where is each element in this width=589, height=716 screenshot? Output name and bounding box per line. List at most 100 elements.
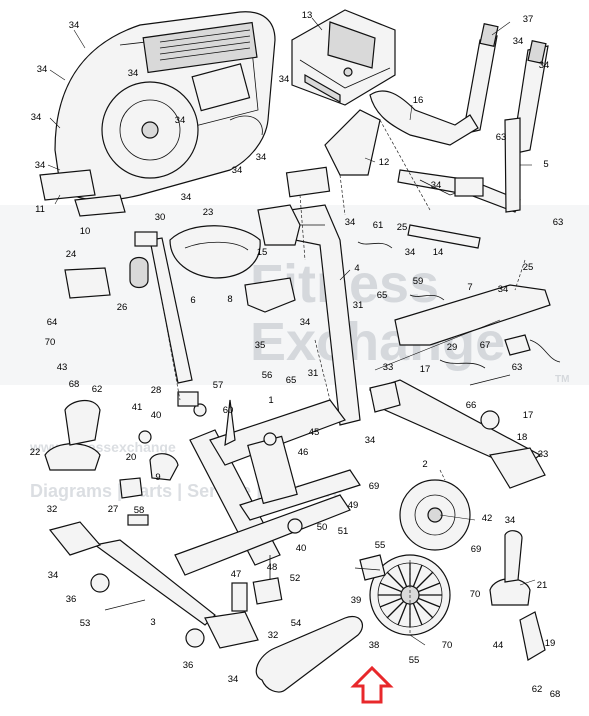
- callout-28: 28: [151, 385, 162, 396]
- callout-40: 40: [296, 543, 307, 554]
- part-8: [244, 277, 296, 313]
- callout-59: 59: [413, 276, 424, 287]
- callout-45: 45: [309, 427, 320, 438]
- main-frame: [174, 399, 361, 576]
- seat: [169, 225, 261, 279]
- callout-65: 65: [286, 375, 297, 386]
- callout-62: 62: [532, 684, 543, 695]
- callout-25: 25: [523, 262, 534, 273]
- callout-29: 29: [447, 342, 458, 353]
- callout-54: 54: [291, 618, 302, 629]
- seat-post: [129, 231, 193, 384]
- part-9: [149, 453, 179, 481]
- callout-18: 18: [517, 432, 528, 443]
- callout-30: 30: [155, 212, 166, 223]
- callout-46: 46: [298, 447, 309, 458]
- callout-62: 62: [92, 384, 103, 395]
- callout-37: 37: [523, 14, 534, 25]
- callout-65: 65: [377, 290, 388, 301]
- callout-34: 34: [181, 192, 192, 203]
- part-12: [324, 109, 381, 176]
- callout-15: 15: [257, 247, 268, 258]
- callout-26: 26: [117, 302, 128, 313]
- callout-32: 32: [268, 630, 279, 641]
- callout-60: 60: [223, 405, 234, 416]
- part-33: [369, 381, 401, 413]
- rear-shroud: [39, 11, 276, 217]
- callout-34: 34: [539, 60, 550, 71]
- callout-31: 31: [353, 300, 364, 311]
- callout-49: 49: [348, 500, 359, 511]
- callout-68: 68: [550, 689, 561, 700]
- callout-34: 34: [35, 160, 46, 171]
- callout-32: 32: [47, 504, 58, 515]
- callout-13: 13: [302, 10, 313, 21]
- callout-56: 56: [262, 370, 273, 381]
- callout-27: 27: [108, 504, 119, 515]
- callout-34: 34: [175, 115, 186, 126]
- callout-20: 20: [126, 452, 137, 463]
- callout-63: 63: [512, 362, 523, 373]
- callout-17: 17: [523, 410, 534, 421]
- callout-69: 69: [369, 481, 380, 492]
- part-15: [257, 204, 301, 246]
- callout-3: 3: [150, 617, 155, 628]
- callout-43: 43: [57, 362, 68, 373]
- callout-34: 34: [405, 247, 416, 258]
- callout-34: 34: [505, 515, 516, 526]
- callout-6: 6: [190, 295, 195, 306]
- callout-57: 57: [213, 380, 224, 391]
- callout-21: 21: [537, 580, 548, 591]
- callout-33: 33: [538, 449, 549, 460]
- callout-34: 34: [69, 20, 80, 31]
- callout-70: 70: [45, 337, 56, 348]
- callout-labels: 34 34 34 34 11 10 34 34 34 34 34 13 37 3…: [30, 10, 564, 700]
- callout-34: 34: [228, 674, 239, 685]
- handlebars: [369, 23, 549, 213]
- callout-34: 34: [31, 112, 42, 123]
- callout-33: 33: [383, 362, 394, 373]
- callout-11: 11: [35, 204, 45, 215]
- callout-8: 8: [227, 294, 232, 305]
- callout-55: 55: [409, 655, 420, 666]
- callout-25: 25: [397, 222, 408, 233]
- callout-34: 34: [37, 64, 48, 75]
- callout-48: 48: [267, 562, 278, 573]
- callout-34: 34: [365, 435, 376, 446]
- callout-17: 17: [420, 364, 431, 375]
- callout-58: 58: [134, 505, 145, 516]
- callout-34: 34: [513, 36, 524, 47]
- assembly-lines: [159, 119, 526, 635]
- callout-19: 19: [545, 638, 556, 649]
- callout-31: 31: [308, 368, 319, 379]
- callout-14: 14: [433, 247, 444, 258]
- callout-1: 1: [268, 395, 273, 406]
- part-27: [119, 477, 143, 499]
- pulley: [359, 554, 451, 636]
- callout-55: 55: [375, 540, 386, 551]
- rear-stabilizer: [48, 521, 259, 649]
- callout-4: 4: [354, 263, 359, 274]
- callout-2: 2: [422, 459, 427, 470]
- callout-9: 9: [155, 472, 160, 483]
- watermark-tm: TM: [555, 374, 569, 385]
- small-parts: [90, 241, 561, 648]
- callout-69: 69: [471, 544, 482, 555]
- flywheel: [399, 479, 471, 551]
- part-14: [407, 224, 481, 249]
- callout-64: 64: [47, 317, 58, 328]
- callout-23: 23: [203, 207, 214, 218]
- callout-70: 70: [470, 589, 481, 600]
- belt: [255, 615, 363, 693]
- callout-70: 70: [442, 640, 453, 651]
- callout-66: 66: [466, 400, 477, 411]
- callout-34: 34: [345, 217, 356, 228]
- leader-lines: [47, 17, 536, 646]
- callout-67: 67: [480, 340, 491, 351]
- upright: [285, 166, 361, 426]
- callout-35: 35: [255, 340, 266, 351]
- callout-50: 50: [317, 522, 328, 533]
- callout-63: 63: [553, 217, 564, 228]
- part-22: [44, 443, 101, 471]
